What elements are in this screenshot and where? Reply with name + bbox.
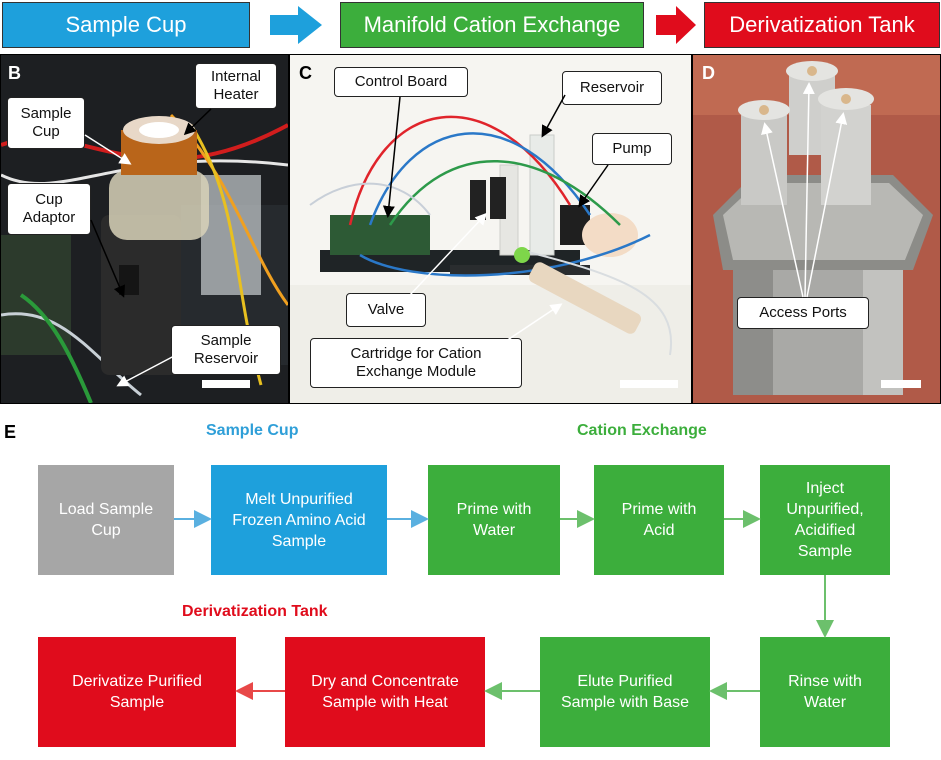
step-dry-concentrate: Dry and Concentrate Sample with Heat: [285, 637, 485, 747]
panel-d-letter: D: [702, 63, 715, 83]
callout-access-ports: Access Ports: [737, 297, 869, 329]
callout-sample-reservoir: Sample Reservoir: [171, 325, 281, 375]
panel-d-scale-bar: [881, 380, 921, 388]
callout-internal-heater: Internal Heater: [195, 63, 277, 109]
step-load-sample-cup: Load Sample Cup: [38, 465, 174, 575]
banner-derivatization-tank: Derivatization Tank: [704, 2, 940, 48]
banner-arrow-1: [270, 6, 322, 44]
callout-reservoir: Reservoir: [562, 71, 662, 105]
callout-cartridge: Cartridge for Cation Exchange Module: [310, 338, 522, 388]
section-title-derivatization-tank: Derivatization Tank: [182, 603, 328, 620]
panel-e-letter: E: [4, 422, 17, 442]
step-prime-water: Prime with Water: [428, 465, 560, 575]
callout-sample-cup: Sample Cup: [7, 97, 85, 149]
step-elute-purified: Elute Purified Sample with Base: [540, 637, 710, 747]
step-melt-sample: Melt Unpurified Frozen Amino Acid Sample: [211, 465, 387, 575]
step-inject-sample: Inject Unpurified, Acidified Sample: [760, 465, 890, 575]
panel-c-scale-bar: [620, 380, 678, 388]
panel-c-letter: C: [299, 63, 312, 83]
callout-pump: Pump: [592, 133, 672, 165]
section-title-cation-exchange: Cation Exchange: [577, 422, 707, 439]
panel-b-scale-bar: [202, 380, 250, 388]
banner-manifold-cation-exchange: Manifold Cation Exchange: [340, 2, 644, 48]
callout-cup-adaptor: Cup Adaptor: [7, 183, 91, 235]
banner-arrow-2: [656, 6, 696, 44]
panel-b-letter: B: [8, 63, 21, 83]
callout-valve: Valve: [346, 293, 426, 327]
section-title-sample-cup: Sample Cup: [206, 422, 299, 439]
step-derivatize-purified: Derivatize Purified Sample: [38, 637, 236, 747]
callout-control-board: Control Board: [334, 67, 468, 97]
banner-sample-cup: Sample Cup: [2, 2, 250, 48]
step-rinse-water: Rinse with Water: [760, 637, 890, 747]
step-prime-acid: Prime with Acid: [594, 465, 724, 575]
